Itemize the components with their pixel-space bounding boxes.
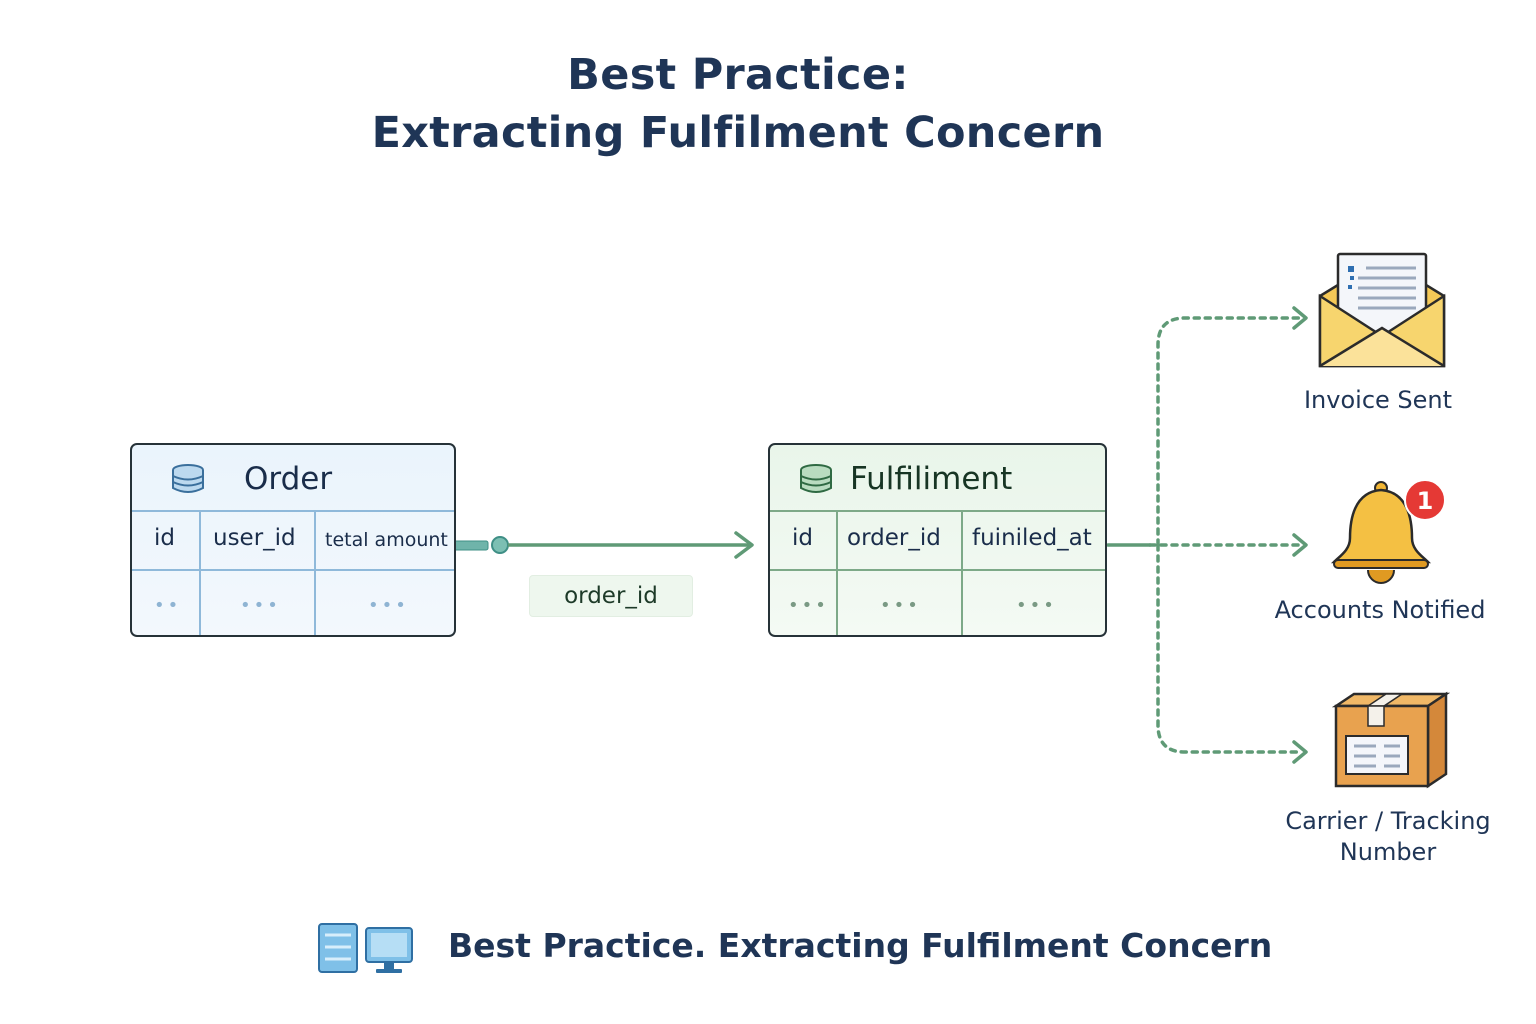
arrowhead-invoice xyxy=(1292,306,1308,330)
outcome-label-invoice: Invoice Sent xyxy=(1303,386,1453,414)
order-to-fulfilment-arrow xyxy=(453,531,754,559)
column-header: user_id xyxy=(213,525,296,551)
footer-caption: Best Practice. Extracting Fulfilment Con… xyxy=(448,926,1273,965)
column-header: id xyxy=(154,525,175,551)
bell-notification-icon: 1 xyxy=(1330,479,1446,584)
placeholder-cell: ••• xyxy=(368,595,409,616)
arrowhead-accounts xyxy=(1292,533,1308,557)
title-line-2: Extracting Fulfilment Concern xyxy=(371,108,1105,158)
placeholder-cell: ••• xyxy=(1016,595,1057,616)
placeholder-cell: ••• xyxy=(240,595,281,616)
arrowhead-carrier xyxy=(1292,740,1308,764)
outcome-label-carrier-line2: Number xyxy=(1339,838,1437,866)
divider xyxy=(961,512,963,635)
order-table: Order id user_id tetal amount •• ••• ••• xyxy=(130,443,456,637)
divider xyxy=(314,512,316,635)
divider xyxy=(132,569,454,571)
server-monitor-icon xyxy=(318,923,413,973)
outcome-label-accounts: Accounts Notified xyxy=(1274,596,1486,624)
divider xyxy=(836,512,838,635)
column-header: id xyxy=(792,525,813,551)
placeholder-cell: •• xyxy=(154,595,182,616)
fulfilment-table-title: Fulfiliment xyxy=(850,461,1013,497)
title-line-1: Best Practice: xyxy=(567,50,909,100)
fan-out-connectors xyxy=(1106,316,1302,754)
column-header: tetal amount xyxy=(325,529,448,551)
foreign-key-label: order_id xyxy=(529,575,693,617)
envelope-invoice-icon xyxy=(1318,252,1446,368)
order-table-title: Order xyxy=(244,461,333,497)
outcome-label-carrier-line1: Carrier / Tracking xyxy=(1285,807,1491,835)
database-icon xyxy=(800,464,832,493)
fulfilment-table: Fulfiliment id order_id fuiniled_at ••• … xyxy=(768,443,1107,637)
outcome-label-carrier: Carrier / Tracking Number xyxy=(1258,806,1518,868)
database-icon xyxy=(172,464,204,493)
divider xyxy=(199,512,201,635)
column-header: fuiniled_at xyxy=(972,525,1092,551)
divider xyxy=(132,510,454,512)
placeholder-cell: ••• xyxy=(880,595,921,616)
divider xyxy=(770,569,1105,571)
column-header: order_id xyxy=(847,525,941,551)
placeholder-cell: ••• xyxy=(788,595,829,616)
notification-badge-count: 1 xyxy=(1417,487,1434,515)
package-box-icon xyxy=(1332,691,1450,789)
divider xyxy=(770,510,1105,512)
